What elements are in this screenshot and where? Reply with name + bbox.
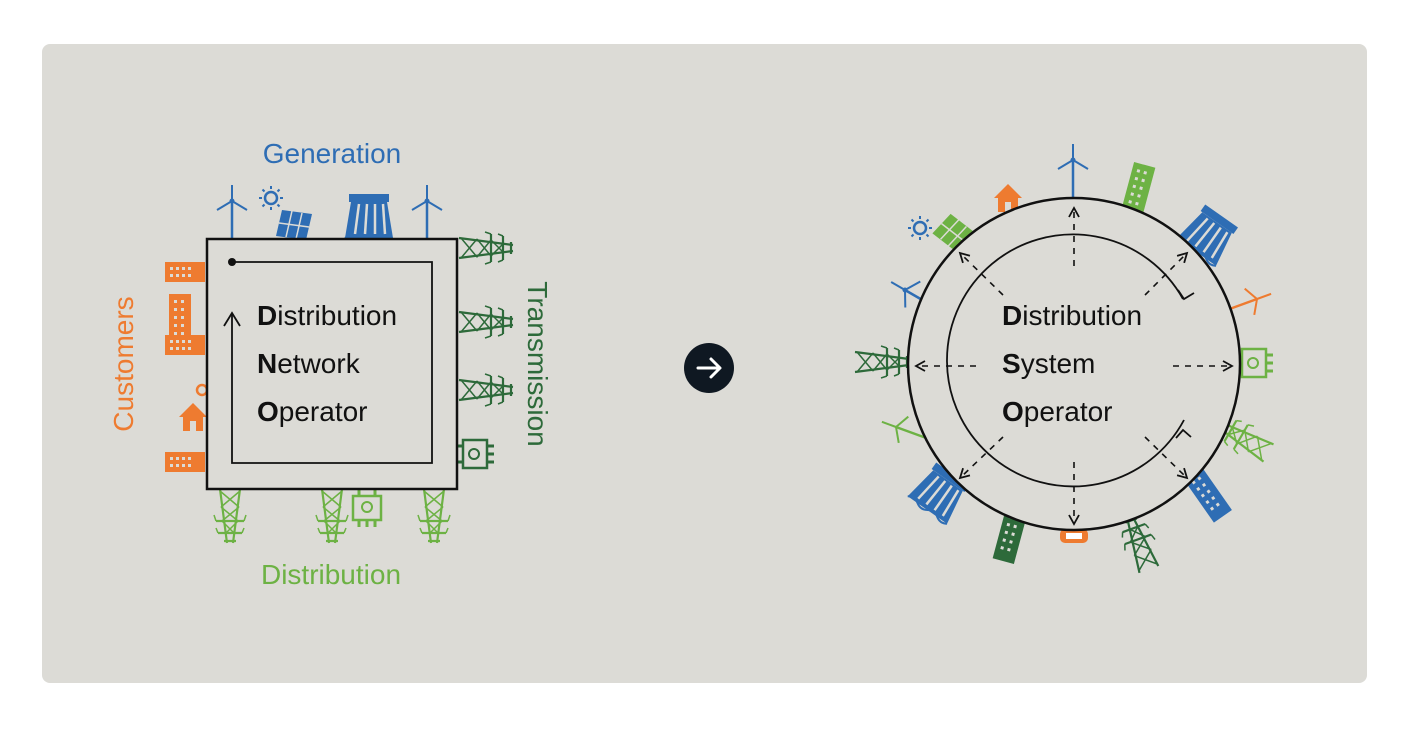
substation-icon [455,438,496,470]
transmission-label: Transmission [522,281,553,446]
flow-start-dot [228,258,236,266]
dso-inner-ring [946,233,1185,488]
heat-pump-icon [1060,529,1088,543]
flow-arrow-down-right-icon [1144,436,1189,480]
dno-one-way-flow-path [231,261,433,464]
ring-arrow-icon [1177,289,1195,301]
distribution-icons [212,487,452,545]
arrow-right-icon [696,357,722,379]
substation-icon [351,488,383,529]
wind-turbine-icon [215,183,249,241]
generation-icons [215,183,444,242]
dso-line-1: Distribution [1002,300,1142,331]
wind-turbine-icon [410,183,444,241]
pylon-icon [457,372,515,408]
dno-line-2: Network [257,348,361,379]
dso-outer-circle [906,196,1242,532]
distribution-label: Distribution [261,559,401,590]
wind-turbine-icon [881,415,929,444]
flow-arrow-up-right-icon [1144,251,1189,296]
generation-label: Generation [263,138,402,169]
sun-icon [257,184,285,212]
pylon-icon [853,344,911,380]
flow-arrow-up-icon [223,311,241,327]
hydro-dam-icon [343,192,395,242]
solar-panel-icon [275,209,313,241]
dso-surrounding-icons [853,142,1278,577]
heat-pump-icon [195,383,209,397]
wind-turbine-icon [1224,287,1272,316]
transmission-icons [455,230,515,470]
pylon-icon [457,230,515,266]
customers-label: Customers [108,296,139,431]
dso-title: Distribution System Operator [1002,300,1142,427]
office-building-icon [165,262,205,282]
wind-turbine-icon [1056,142,1090,200]
dno-title: Distribution Network Operator [257,300,397,427]
pylon-icon [416,487,452,545]
customer-icons [165,262,209,472]
bidirectional-flow-arrows [914,206,1234,526]
dso-line-3: Operator [1002,396,1113,427]
office-building-icon [165,452,205,472]
pylon-icon [457,304,515,340]
flow-arrow-down-left-icon [958,436,1004,480]
sun-icon [906,214,934,242]
transition-arrow [684,343,734,393]
flow-arrow-up-left-icon [958,251,1004,296]
ring-arrow-icon [1175,428,1192,439]
house-icon [179,403,207,431]
substation-icon [1234,347,1275,379]
pylon-icon [212,487,248,545]
dno-line-1: Distribution [257,300,397,331]
pylon-icon [314,487,350,545]
dso-line-2: System [1002,348,1095,379]
office-building-icon [165,335,205,355]
dno-box [205,237,459,491]
dno-line-3: Operator [257,396,368,427]
